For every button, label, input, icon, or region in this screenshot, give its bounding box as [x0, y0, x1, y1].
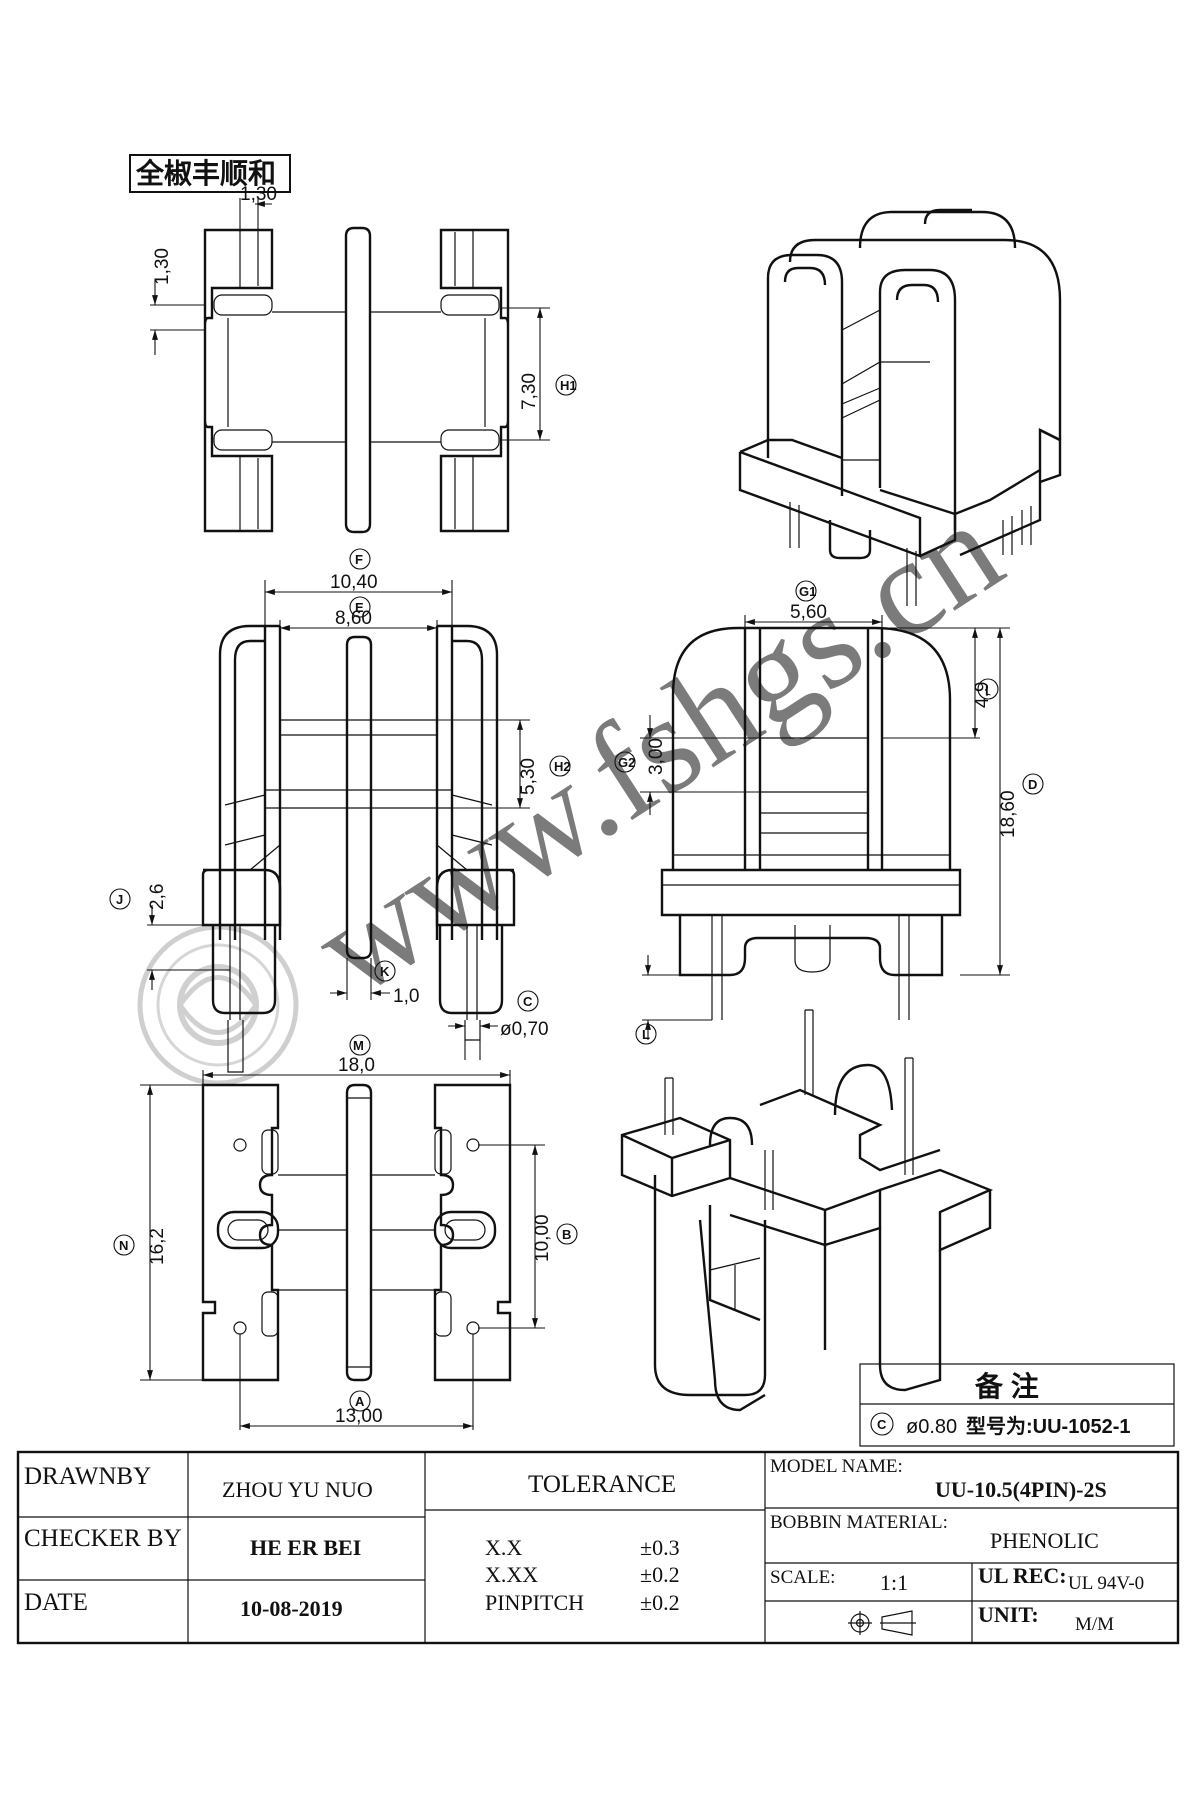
label-j: J [116, 892, 123, 907]
label-h2: H2 [554, 759, 571, 774]
dim-front-height-2-6: 2,6 [147, 884, 168, 910]
label-h1: H1 [560, 378, 577, 393]
title-block-frame [16, 1450, 1180, 1645]
dim-top-height-1-30: 1,30 [152, 248, 173, 285]
dim-side-height-4-9: 4,9 [972, 682, 993, 708]
label-c: C [523, 994, 533, 1009]
date-label: DATE [24, 1589, 88, 1616]
dim-side-height-18-60: 18,60 [998, 790, 1019, 838]
unit-label: UNIT: [978, 1602, 1039, 1627]
title-block: DRAWNBY ZHOU YU NUO CHECKER BY HE ER BEI… [16, 1450, 1180, 1645]
dim-front-width-10-40: 10,40 [330, 572, 378, 593]
dim-front-height-5-30: 5,30 [518, 758, 539, 795]
bottom-view: 18,0 M 16,2 N 10,00 B 13,00 A [113, 1034, 578, 1430]
tolerance-label: TOLERANCE [528, 1471, 676, 1498]
model-name-value: UU-10.5(4PIN)-2S [935, 1477, 1107, 1502]
dim-top-height-7-30: 7,30 [519, 373, 540, 410]
notes-box: 备 注 C ø0.80 型号为:UU-1052-1 [859, 1363, 1175, 1447]
label-b: B [562, 1227, 571, 1242]
front-view: 10,40 F 8,60 E 5,30 H2 2,6 J 1,0 K [109, 548, 571, 1073]
tol-row-1-value: ±0.3 [640, 1535, 680, 1560]
dim-side-width-5-60: 5,60 [790, 602, 827, 623]
ul-rec-label: UL REC: [978, 1563, 1067, 1588]
notes-model-text: 型号为:UU-1052-1 [966, 1415, 1130, 1438]
unit-value: M/M [1075, 1614, 1114, 1635]
date-value: 10-08-2019 [240, 1596, 343, 1621]
company-name: 全椒丰顺和 [135, 157, 276, 189]
watermark-seal-icon [137, 924, 299, 1086]
bobbin-label: BOBBIN MATERIAL: [770, 1512, 948, 1533]
dim-bottom-height-16-2: 16,2 [147, 1228, 168, 1265]
iso-view-top [738, 208, 1062, 606]
tol-row-1-label: X.X [485, 1535, 522, 1560]
projection-symbol-icon [848, 1610, 916, 1636]
tol-row-3-value: ±0.2 [640, 1590, 680, 1615]
label-d: D [1028, 777, 1037, 792]
label-k: K [380, 964, 390, 979]
drawnby-label: DRAWNBY [24, 1463, 151, 1490]
scale-value: 1:1 [880, 1570, 908, 1595]
dim-bottom-width-18-0: 18,0 [338, 1055, 375, 1076]
checker-value: HE ER BEI [250, 1535, 361, 1560]
dim-bottom-height-10-00: 10,00 [532, 1214, 553, 1262]
dim-side-height-3-00: 3,00 [646, 738, 667, 775]
notes-circle-label: C [877, 1417, 887, 1432]
label-m: M [353, 1038, 364, 1053]
dim-bottom-width-13-00: 13,00 [335, 1406, 383, 1427]
dim-front-pin-0-70: ø0,70 [500, 1019, 549, 1040]
tol-row-2-value: ±0.2 [640, 1562, 680, 1587]
label-e: E [355, 600, 364, 615]
dim-front-width-1-0: 1,0 [393, 986, 419, 1007]
ul-rec-value: UL 94V-0 [1068, 1573, 1144, 1594]
label-g2: G2 [618, 755, 635, 770]
notes-frame [859, 1363, 1175, 1447]
notes-text: ø0.80 [906, 1416, 957, 1438]
notes-circle-icon [870, 1412, 894, 1436]
model-name-label: MODEL NAME: [770, 1456, 903, 1477]
label-g1: G1 [799, 584, 816, 599]
notes-title: 备 注 [974, 1370, 1039, 1402]
dim-front-width-8-60: 8,60 [335, 608, 372, 629]
iso-view-bottom [620, 1009, 994, 1412]
tol-row-2-label: X.XX [485, 1562, 538, 1587]
label-a: A [355, 1394, 365, 1409]
company-label-box [129, 154, 291, 193]
side-view: 5,60 G1 4,9 I 3,00 G2 18,60 D L [614, 580, 1044, 1045]
bobbin-value: PHENOLIC [990, 1528, 1099, 1553]
label-i: I [985, 682, 989, 697]
dim-top-width-1-30: 1,30 [240, 184, 277, 205]
label-n: N [119, 1238, 128, 1253]
top-view: 1,30 1,30 7,30 H1 [150, 184, 577, 534]
scale-label: SCALE: [770, 1567, 835, 1588]
tol-row-3-label: PINPITCH [485, 1590, 584, 1615]
label-l: L [642, 1027, 650, 1042]
watermark: www.fshgs.cn [137, 472, 1026, 1086]
drawnby-value: ZHOU YU NUO [222, 1477, 373, 1502]
label-f: F [355, 552, 363, 567]
checker-label: CHECKER BY [24, 1525, 182, 1552]
